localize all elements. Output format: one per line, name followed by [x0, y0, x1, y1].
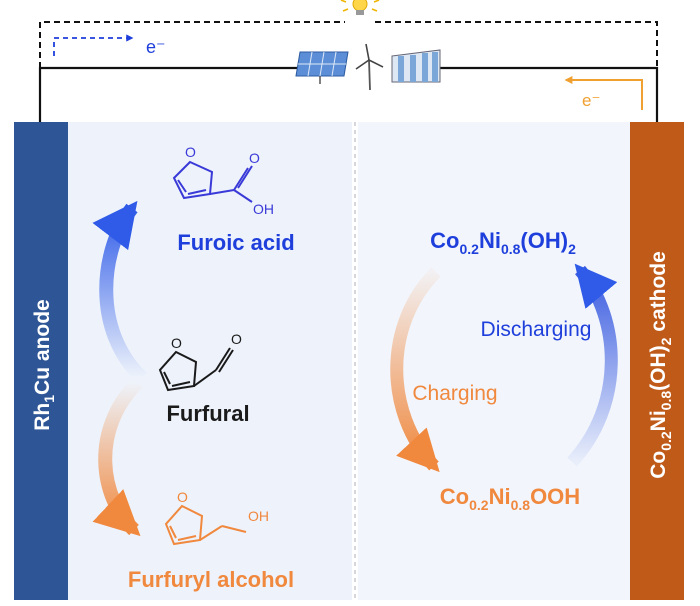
furfural-ring-oxygen: O [171, 335, 182, 351]
external-circuit-wire [38, 66, 659, 122]
wind-turbine-icon [355, 43, 384, 91]
furfuryl-hydroxyl: OH [248, 508, 269, 524]
anode-label: Rh1Cu anode [31, 299, 57, 430]
anode-electrode [14, 122, 68, 600]
furoic-carbonyl-oxygen: O [249, 150, 260, 166]
light-bulb-icon [340, 0, 380, 15]
furfural-aldehyde-oxygen: O [231, 331, 242, 347]
charging-label: Charging [412, 382, 497, 405]
reduction-arrow [92, 377, 144, 537]
furfuryl-ring-oxygen: O [177, 489, 188, 505]
electron-label-left: e⁻ [146, 37, 166, 57]
hydro-dam-icon [391, 49, 441, 83]
electron-label-right: e⁻ [582, 91, 600, 110]
furoic-acid-structure [172, 160, 253, 203]
discharging-label: Discharging [481, 318, 592, 341]
furoic-ring-oxygen: O [185, 144, 196, 160]
species-cobalt-nickel-hydroxide: Co0.2Ni0.8(OH)2 [430, 228, 576, 257]
discharging-arrow [567, 263, 618, 467]
furoic-hydroxyl: OH [253, 201, 274, 217]
cathode-electrode [630, 122, 684, 600]
electron-flow-arrow-left [53, 34, 134, 56]
reactant-furfural: Furfural [166, 401, 249, 426]
product-furoic-acid: Furoic acid [177, 230, 294, 255]
electron-flow-arrow-right [564, 76, 643, 110]
cathode-label: Co0.2Ni0.8(OH)2 cathode [647, 251, 674, 479]
furfuryl-alcohol-structure [164, 504, 247, 546]
external-circuit-dashed [39, 21, 658, 68]
solar-panel-icon [295, 51, 349, 84]
charging-arrow [390, 267, 441, 473]
furfural-structure [158, 347, 234, 392]
product-furfuryl-alcohol: Furfuryl alcohol [128, 567, 294, 592]
species-cobalt-nickel-oxyhydroxide: Co0.2Ni0.8OOH [440, 484, 580, 513]
oxidation-arrow [92, 200, 147, 384]
